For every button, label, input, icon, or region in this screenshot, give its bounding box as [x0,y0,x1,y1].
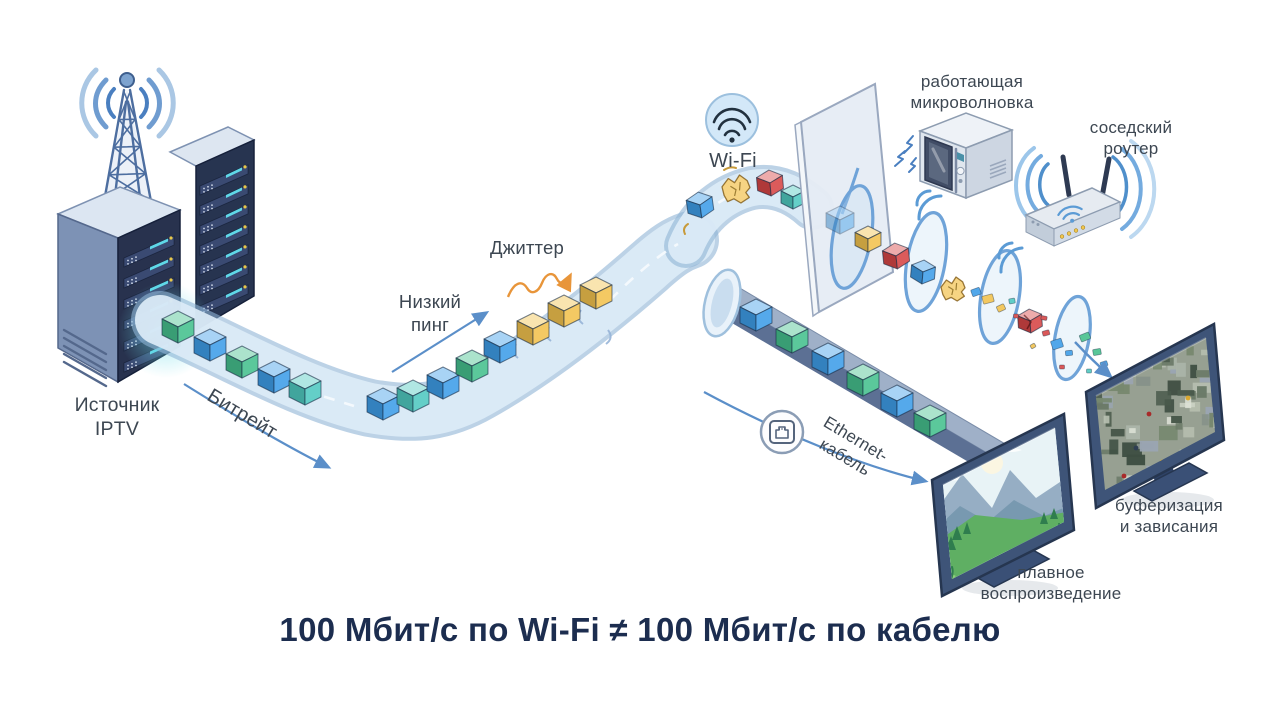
low-ping-label-line1: Низкий [398,291,462,312]
packet-fragment [1041,329,1051,337]
jitter-label: Джиттер [470,237,584,260]
packet-cube [685,191,715,219]
packet-cube [739,298,773,332]
smooth-playback-line2: воспроизведение [980,583,1122,603]
crumpled-packet [940,276,966,302]
buffering-label: буферизация и зависания [1080,496,1258,537]
packet-cubes-wifi-branch [683,166,806,235]
microwave-label-line2: микроволновка [910,92,1034,112]
packet-cube [426,366,460,400]
router-label-line2: роутер [1103,138,1159,158]
packet-fragment [1059,364,1065,370]
source-label-line2: IPTV [94,417,140,440]
wave-arrow [1074,341,1114,379]
wifi-icon [705,93,759,147]
source-label-line1: Источник [74,394,160,416]
server-rows-right [199,164,249,316]
packet-cube [579,276,613,310]
packet-cube [547,294,581,328]
router-icon [997,139,1157,274]
interference-bolts [894,135,917,173]
wave-packets [825,205,1109,374]
packet-fragment [1013,313,1019,319]
packet-fragment [1086,368,1092,374]
packet-cube [396,379,430,413]
tv-glitchy-icon [1084,322,1226,510]
packet-cube [880,384,914,418]
packet-cube [913,404,947,438]
packet-cube [846,363,880,397]
packet-cube [825,205,855,235]
microwave-wifi-waves [915,189,943,221]
microwave-label-line1: работающая [920,72,1024,91]
server-vents [62,328,108,388]
smooth-playback-label: плавное воспроизведение [960,563,1142,604]
packet-fragment [996,303,1006,313]
jitter-arrow [506,272,572,298]
router-antennas [1060,154,1112,200]
packet-fragment [1040,315,1048,321]
packet-fragment [970,287,982,297]
signal-wave [825,167,1114,382]
packet-fragment [981,293,995,305]
packet-fragment [1064,349,1074,357]
packet-cube [780,184,806,210]
wifi-label: Wi-Fi [693,149,773,173]
source-label: Источник IPTV [52,394,182,442]
low-ping-label-line2: пинг [410,313,450,335]
packet-cube [161,310,195,344]
low-ping-label: Низкий пинг [375,291,485,336]
packet-fragment [1029,342,1037,350]
low-ping-arrow [391,311,490,373]
packet-fragment [1092,348,1102,356]
packet-cube [811,342,845,376]
page-title: 100 Мбит/с по Wi-Fi ≠ 100 Мбит/с по кабе… [279,611,1001,648]
packet-cube [225,345,259,379]
packet-fragment [1050,337,1064,351]
packet-cube [257,360,291,394]
microwave-icon [894,112,1015,221]
router-label-line1: соседский [1089,118,1173,137]
packet-cube [516,312,550,346]
wifi-label-text: Wi-Fi [709,150,757,172]
packet-cube [366,387,400,421]
router-label: соседский роутер [1050,118,1212,159]
rj45-ethernet-icon [759,409,805,455]
ethernet-packets [739,298,947,438]
bitrate-arrow [183,383,332,469]
packet-cube [881,242,911,270]
microwave-label: работающая микроволновка [886,72,1058,113]
packet-cube [455,349,489,383]
packet-cube [854,225,882,253]
buffering-label-line2: и зависания [1119,516,1219,536]
packet-cube [755,169,785,197]
packet-fragment [1008,297,1016,305]
annotation-arrows [183,272,929,486]
packet-cube [775,320,809,354]
packet-cube [193,328,227,362]
packet-cube [288,372,322,406]
packet-cubes-main [161,276,613,421]
crumpled-packet [721,174,751,204]
packet-cube [483,330,517,364]
ethernet-arrow [703,391,929,486]
jitter-label-text: Джиттер [490,237,564,258]
buffering-label-line1: буферизация [1115,496,1223,515]
smooth-playback-line1: плавное [1017,563,1085,582]
packet-fragment [1078,331,1092,343]
packet-cube [910,259,936,285]
